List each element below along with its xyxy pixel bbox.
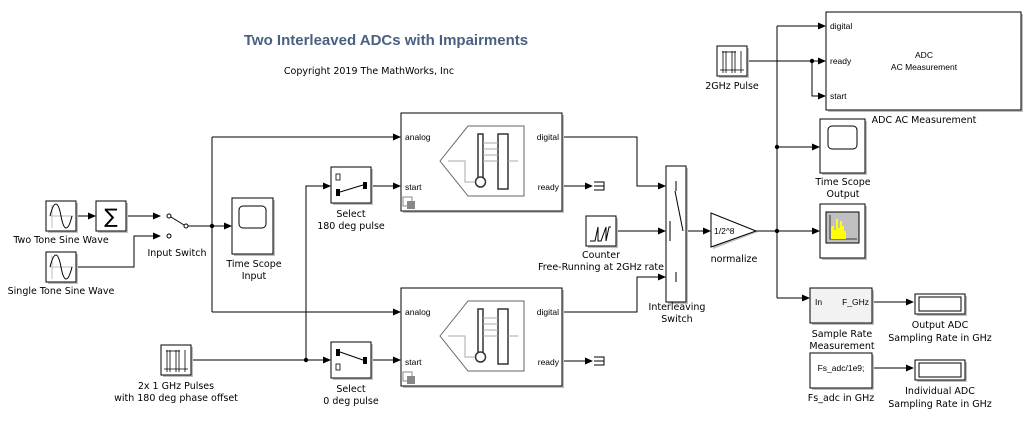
time-scope-input-label-1: Time Scope [225,259,281,270]
time-scope-input-label-2: Input [242,271,267,282]
select-0-block[interactable]: Select 0 deg pulse [323,341,379,407]
single-tone-label: Single Tone Sine Wave [8,286,115,297]
select-0-label-1: Select [336,384,366,395]
individual-adc-label-1: Individual ADC [905,386,975,397]
fs-adc-expression: Fs_adc/1e9; [818,363,865,373]
adc-top-port-ready: ready [538,182,560,192]
sample-rate-label-1: Sample Rate [812,329,873,340]
two-tone-label: Two Tone Sine Wave [12,235,109,246]
input-switch-label: Input Switch [147,248,206,259]
normalize-label: normalize [711,254,758,265]
input-switch-block[interactable]: Input Switch [147,213,207,259]
counter-icon [590,226,611,242]
gain-icon [710,212,758,248]
time-scope-output-label-2: Output [827,189,860,200]
sine-wave-icon [49,254,73,280]
adc-bottom-port-analog: analog [405,307,431,317]
model-title: Two Interleaved ADCs with Impairments [244,32,528,49]
individual-adc-label-2: Sampling Rate in GHz [888,399,991,410]
counter-label-1: Counter [582,250,620,261]
terminator-top [594,181,605,191]
display-icon [918,296,962,312]
pulses-block[interactable]: 2x 1 GHz Pulses with 180 deg phase offse… [114,344,238,404]
pulse-2ghz-label: 2GHz Pulse [705,81,759,92]
normalize-gain-value: 1/2^8 [714,226,735,236]
sum-icon: ∑ [104,204,118,228]
signal-lines [77,22,914,372]
single-tone-sine-wave-block[interactable]: Single Tone Sine Wave [8,251,115,297]
interleaving-switch-label-2: Switch [661,314,692,325]
adc-thermometer-icon [439,300,525,372]
multiport-switch-icon [669,181,684,282]
switch-icon [335,349,367,371]
spectrum-analyzer-block[interactable] [819,203,867,260]
select-180-block[interactable]: Select 180 deg pulse [317,166,385,232]
sample-rate-measurement-block[interactable]: In F_GHz Sample Rate Measurement [809,287,875,352]
copyright-text: Copyright 2019 The MathWorks, Inc [284,66,454,77]
pulse-2ghz-block[interactable]: 2GHz Pulse [705,45,759,92]
adc-bottom-port-digital: digital [537,307,559,317]
output-adc-label-1: Output ADC [912,320,969,331]
adc-top-port-analog: analog [405,132,431,142]
sample-rate-port-out: F_GHz [842,297,869,307]
pulse-generator-icon [164,350,188,372]
time-scope-input-block[interactable]: Time Scope Input [225,197,282,282]
adc-top-port-start: start [405,182,422,192]
interleaving-switch-label-1: Interleaving [649,302,706,313]
adc-ac-measurement-block[interactable]: digital ready start ADC AC Measurement A… [825,11,1023,126]
adc-bottom-block[interactable]: analog start digital ready [400,287,564,388]
fs-adc-label: Fs_adc in GHz [808,393,874,404]
scope-icon [238,205,267,229]
time-scope-output-block[interactable]: Time Scope Output [814,118,871,200]
pulses-label-1: 2x 1 GHz Pulses [138,381,214,392]
terminator-bottom [594,356,605,366]
sample-rate-label-2: Measurement [809,341,874,352]
adc-ac-port-ready: ready [830,56,852,66]
scope-icon [827,125,858,150]
two-tone-sine-wave-block[interactable]: Two Tone Sine Wave [12,200,109,246]
sum-block[interactable]: ∑ [95,200,128,233]
fs-adc-constant-block[interactable]: Fs_adc/1e9; Fs_adc in GHz [808,352,874,404]
normalize-gain-block[interactable]: 1/2^8 normalize [710,212,758,265]
adc-top-port-digital: digital [537,132,559,142]
output-adc-display-block[interactable]: Output ADC Sampling Rate in GHz [888,293,992,344]
counter-block[interactable]: Counter Free-Running at 2GHz rate [538,215,664,273]
adc-ac-port-digital: digital [830,21,852,31]
adc-ac-label: ADC AC Measurement [872,115,977,126]
select-180-label-1: Select [336,209,366,220]
time-scope-output-label-1: Time Scope [814,177,870,188]
adc-bottom-port-ready: ready [538,357,560,367]
adc-ac-text-1: ADC [915,50,933,60]
adc-top-block[interactable]: analog start digital ready [400,112,564,213]
interleaving-switch-block[interactable]: Interleaving Switch [649,165,706,325]
pulses-label-2: with 180 deg phase offset [114,393,238,404]
counter-label-2: Free-Running at 2GHz rate [538,262,664,273]
adc-bottom-port-start: start [405,357,422,367]
display-icon [918,362,962,378]
pulse-generator-icon [720,51,744,73]
manual-switch-icon [166,213,189,239]
select-0-label-2: 0 deg pulse [323,396,379,407]
select-180-label-2: 180 deg pulse [317,221,385,232]
adc-ac-text-2: AC Measurement [891,62,958,72]
individual-adc-display-block[interactable]: Individual ADC Sampling Rate in GHz [888,359,992,410]
adc-ac-port-start: start [830,91,847,101]
adc-thermometer-icon [439,125,525,197]
output-adc-label-2: Sampling Rate in GHz [888,333,991,344]
sine-wave-icon [49,203,73,229]
spectrum-analyzer-icon [825,211,860,244]
sample-rate-port-in: In [815,297,822,307]
switch-icon [335,173,367,196]
